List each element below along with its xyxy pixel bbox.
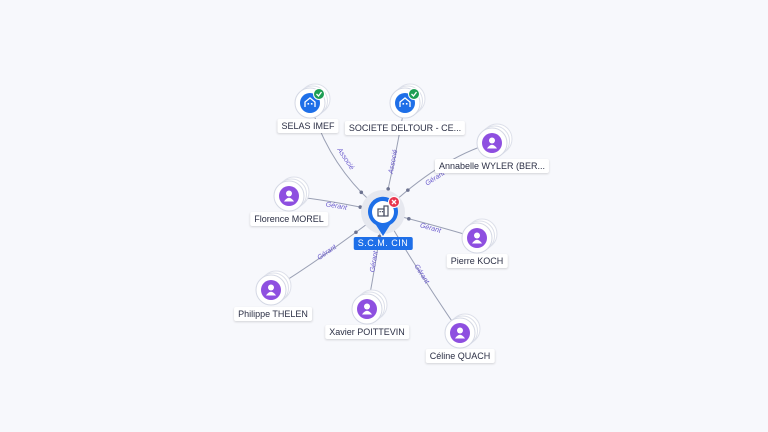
edge-label-celine-quach: Gérant [413, 263, 431, 286]
node-societe-deltour[interactable] [389, 83, 426, 119]
center-node-label[interactable]: S.C.M. CIN [353, 237, 413, 250]
edge-label-selas-imef: Associé [335, 146, 355, 171]
center-node[interactable] [361, 190, 405, 236]
graph-nodes [255, 83, 513, 349]
node-label-annabelle-wyler[interactable]: Annabelle WYLER (BER... [434, 159, 550, 173]
node-label-xavier-poittevin[interactable]: Xavier POITTEVIN [325, 325, 409, 339]
node-celine-quach[interactable] [444, 313, 481, 349]
node-label-florence-morel[interactable]: Florence MOREL [250, 212, 328, 226]
node-label-celine-quach[interactable]: Céline QUACH [425, 349, 495, 363]
check-icon [408, 88, 420, 100]
node-label-societe-deltour[interactable]: SOCIETE DELTOUR - CE... [344, 121, 466, 135]
building-icon [304, 97, 316, 107]
user-icon [487, 137, 497, 149]
building-icon [399, 97, 411, 107]
edge-label-philippe-thelen: Gérant [316, 243, 338, 262]
edge-label-societe-deltour: Associé [387, 149, 399, 175]
node-label-philippe-thelen[interactable]: Philippe THELEN [234, 307, 312, 321]
edge-label-xavier-poittevin: Gérant [369, 250, 380, 273]
user-icon [362, 303, 372, 315]
node-philippe-thelen[interactable] [255, 270, 292, 306]
node-pierre-koch[interactable] [461, 218, 498, 254]
edge-label-florence-morel: Gérant [325, 201, 348, 212]
check-icon [313, 88, 325, 100]
building-icon [377, 205, 389, 217]
user-icon [284, 190, 294, 202]
edge-arrow-philippe-thelen [354, 230, 358, 235]
edge-arrow-societe-deltour [386, 187, 390, 191]
user-icon [472, 232, 482, 244]
close-icon [388, 196, 400, 208]
edge-label-pierre-koch: Gérant [419, 222, 443, 235]
edge-arrow-selas-imef [359, 190, 364, 195]
node-florence-morel[interactable] [273, 176, 310, 212]
user-icon [455, 327, 465, 339]
user-icon [266, 284, 276, 296]
edge-arrow-annabelle-wyler [406, 188, 410, 192]
node-label-selas-imef[interactable]: SELAS IMEF [277, 119, 339, 133]
node-selas-imef[interactable] [294, 83, 331, 119]
node-xavier-poittevin[interactable] [351, 289, 388, 325]
node-annabelle-wyler[interactable] [476, 123, 513, 159]
edge-arrow-pierre-koch [407, 216, 411, 221]
node-label-pierre-koch[interactable]: Pierre KOCH [446, 254, 508, 268]
edge-arrow-florence-morel [358, 205, 363, 209]
